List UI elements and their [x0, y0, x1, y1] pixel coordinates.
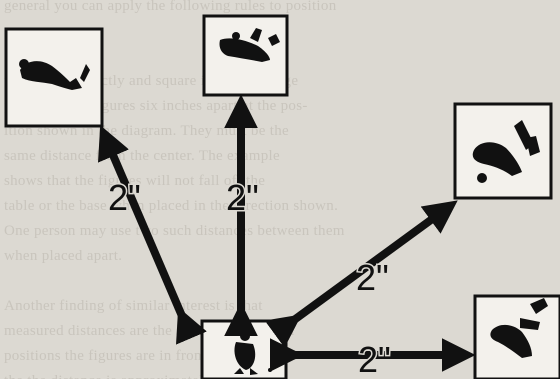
distance-label-right: 2": [358, 339, 391, 379]
top-figure-box: [202, 14, 289, 97]
right-figure-box: [473, 294, 560, 379]
distance-label-up: 2": [226, 177, 259, 218]
upper-right-figure-box: [453, 102, 553, 200]
distance-label-upper-right: 2": [356, 257, 389, 298]
arrow-upper-left: [98, 125, 207, 345]
lying-figure-icon: [490, 298, 548, 358]
crouching-figure-icon: [19, 59, 90, 90]
arrow-upper-right: [264, 200, 458, 348]
upper-left-figure-box: [4, 27, 104, 128]
kneeling-figure-icon: [472, 120, 540, 183]
background-text-line: general you can apply the following rule…: [4, 0, 337, 14]
distance-label-upper-left: 2": [108, 177, 141, 218]
center-figure-box: [200, 319, 288, 379]
prone-figure-icon: [219, 28, 280, 62]
